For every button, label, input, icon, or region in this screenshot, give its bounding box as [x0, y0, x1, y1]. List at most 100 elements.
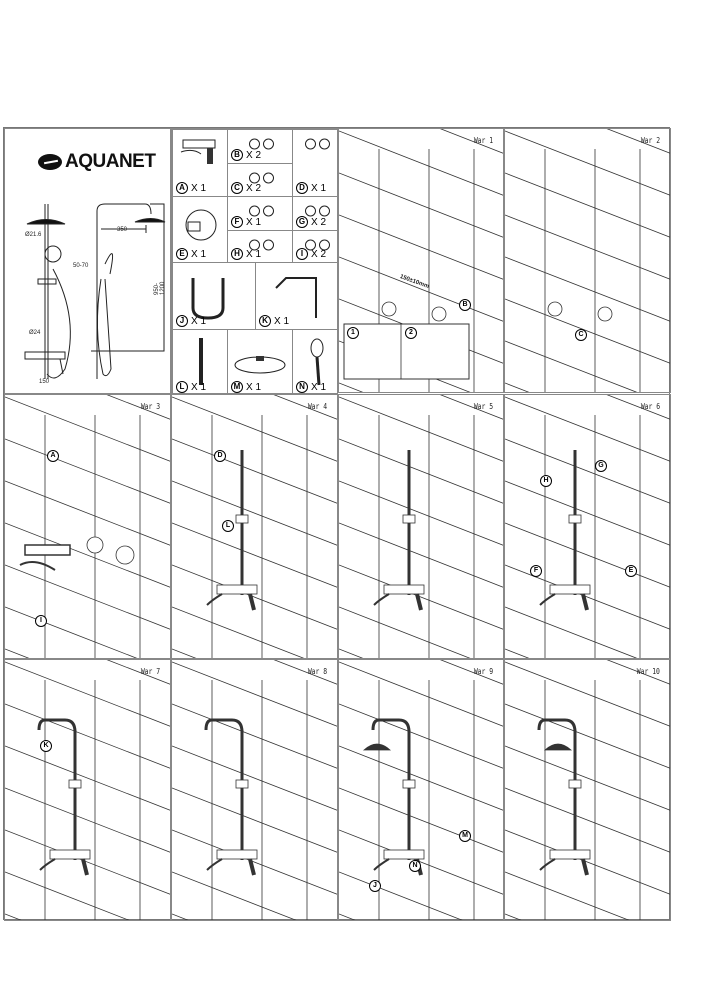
part-letter: G — [296, 216, 308, 228]
wall-tile-drawing — [339, 129, 503, 392]
wall-tile-drawing — [505, 129, 670, 392]
part-illustration — [275, 277, 317, 318]
diameter-label-bottom: Ø24 — [29, 330, 41, 336]
part-quantity: X 2 — [246, 149, 262, 161]
part-quantity: X 2 — [311, 248, 327, 260]
part-illustration — [185, 209, 217, 241]
wall-tile-drawing — [505, 395, 670, 658]
part-quantity: X 1 — [311, 182, 327, 194]
part-illustration — [310, 338, 324, 386]
step-label: War 6 — [640, 402, 660, 411]
wall-tile-drawing — [5, 395, 170, 658]
part-letter: B — [231, 149, 243, 161]
wall-tile-drawing — [505, 660, 670, 920]
part-quantity: X 1 — [246, 248, 262, 260]
step-label: War 3 — [140, 402, 160, 411]
wall-tile-drawing — [339, 660, 503, 920]
part-illustration — [249, 138, 274, 150]
part-callout: C — [575, 329, 587, 341]
part-callout: J — [369, 880, 381, 892]
part-callout: E — [625, 565, 637, 577]
part-quantity: X 1 — [191, 315, 207, 327]
part-letter: J — [176, 315, 188, 327]
part-letter: N — [296, 381, 308, 393]
height-dimension: 950-1200 — [154, 281, 166, 295]
part-quantity: X 1 — [274, 315, 290, 327]
part-callout: G — [595, 460, 607, 472]
step-label: War 5 — [473, 402, 493, 411]
wall-tile-drawing — [172, 395, 337, 658]
part-letter: C — [231, 182, 243, 194]
part-quantity: X 2 — [311, 216, 327, 228]
offset-dimension: 50-70 — [73, 263, 89, 269]
step-panel-6: War 6 G H F E — [504, 394, 671, 659]
part-callout: B — [459, 299, 471, 311]
part-letter: I — [296, 248, 308, 260]
part-illustration — [305, 205, 330, 217]
step-label: War 1 — [473, 136, 493, 145]
part-callout: M — [459, 830, 471, 842]
brand-name: AQUANET — [65, 151, 156, 172]
part-quantity: X 1 — [246, 216, 262, 228]
step-label: War 8 — [307, 667, 327, 676]
product-overview-panel: AQUANET Ø21.6 Ø24 350 50-70 950-1200 150 — [4, 128, 171, 394]
part-quantity: X 1 — [191, 381, 207, 393]
dimension-drawing — [24, 203, 166, 379]
part-illustration — [249, 172, 274, 184]
step-panel-10: War 10 — [504, 659, 671, 921]
wall-tile-drawing — [5, 660, 170, 920]
part-letter: K — [259, 315, 271, 327]
part-illustration — [234, 356, 286, 374]
brand-logo: AQUANET — [38, 151, 156, 173]
instruction-sheet: AQUANET Ø21.6 Ø24 350 50-70 950-1200 150… — [3, 127, 671, 921]
part-letter: M — [231, 381, 243, 393]
part-callout: H — [540, 475, 552, 487]
part-callout: I — [35, 615, 47, 627]
logo-icon — [38, 154, 62, 170]
step-label: War 7 — [140, 667, 160, 676]
part-illustration — [305, 239, 330, 251]
part-callout: K — [40, 740, 52, 752]
step-label: War 4 — [307, 402, 327, 411]
part-illustration — [199, 338, 203, 385]
part-quantity: X 1 — [311, 381, 327, 393]
part-quantity: X 1 — [191, 182, 207, 194]
part-letter: F — [231, 216, 243, 228]
part-callout: A — [47, 450, 59, 462]
part-letter: H — [231, 248, 243, 260]
step-panel-3: War 3 I A — [4, 394, 171, 659]
part-illustration — [249, 239, 274, 251]
part-illustration — [191, 278, 225, 320]
part-quantity: X 1 — [246, 381, 262, 393]
part-letter: E — [176, 248, 188, 260]
part-callout: F — [530, 565, 542, 577]
part-callout: L — [222, 520, 234, 532]
step-label: War 9 — [473, 667, 493, 676]
part-illustration — [180, 139, 216, 164]
